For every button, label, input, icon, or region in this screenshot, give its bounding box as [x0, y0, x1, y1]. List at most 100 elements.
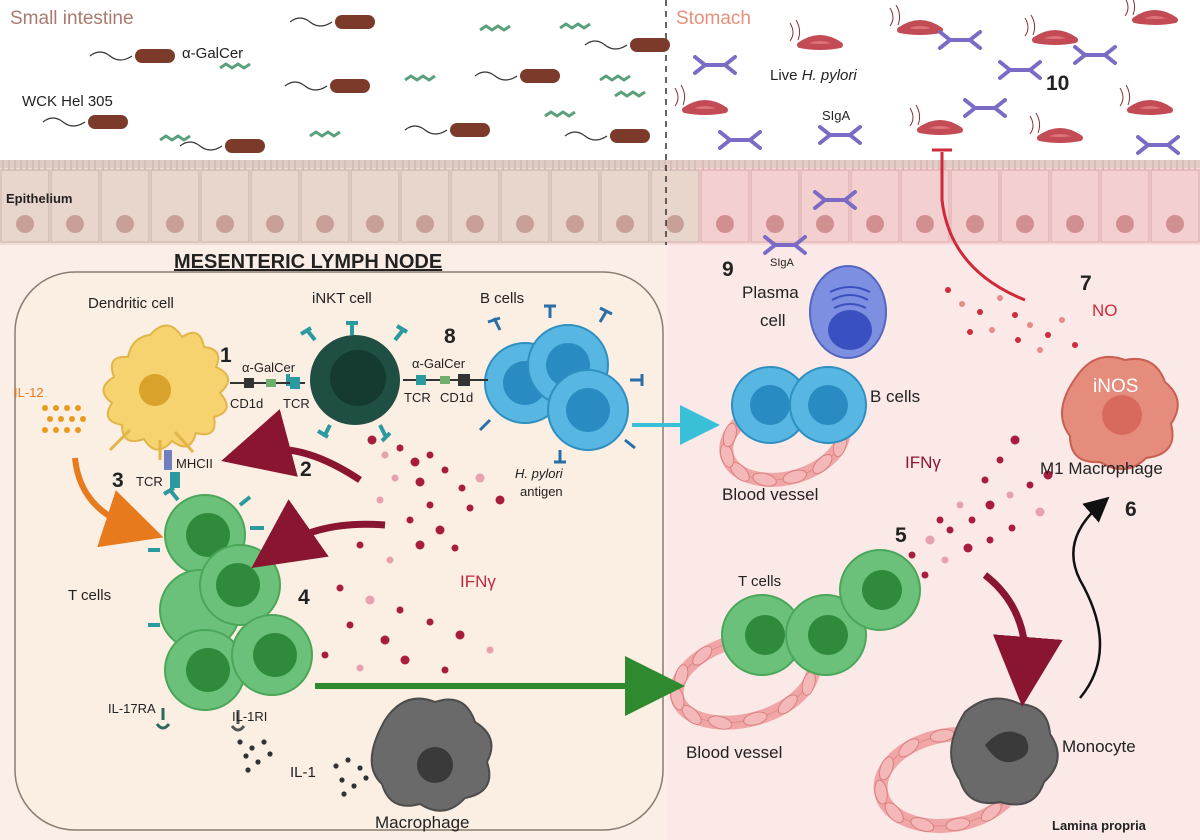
h-pylori-bacterium [917, 120, 963, 135]
il1-dot [339, 777, 345, 783]
hp-flagella [1029, 112, 1041, 135]
ifng-dot [415, 477, 425, 487]
agalcer-molecule [219, 62, 251, 70]
wck-bacteria-group [42, 15, 670, 153]
cd1d-tcr-complex-2 [403, 374, 488, 386]
epithelial-nucleus [1066, 215, 1084, 233]
ifng-dot [406, 516, 414, 524]
lamina-propria-label: Lamina propria [1052, 818, 1147, 833]
ifng-dot [996, 456, 1004, 464]
no-dot [1037, 347, 1043, 353]
ifng-dot [356, 664, 364, 672]
h-pylori-bacterium [897, 20, 943, 35]
blood-vessel-label-1: Blood vessel [722, 485, 818, 504]
epithelial-nucleus [966, 215, 984, 233]
bacterium-flagellum [584, 40, 628, 50]
step-2: 2 [300, 458, 312, 481]
step-5: 5 [895, 524, 907, 547]
epithelial-nucleus [766, 215, 784, 233]
epithelial-nucleus [1016, 215, 1034, 233]
il1-dot [237, 739, 243, 745]
h-pylori-bacteria-group [674, 0, 1178, 143]
wck-bacterium [330, 79, 370, 93]
ifng-lp-label: IFNγ [905, 453, 941, 472]
hp-flagella [1124, 0, 1136, 17]
step-3: 3 [112, 469, 124, 492]
il1-dot [363, 775, 369, 781]
ifng-dot [1026, 481, 1034, 489]
macrophage-lymph-node [370, 697, 493, 812]
step-4: 4 [298, 586, 310, 609]
ifng-dot [435, 525, 445, 535]
il1-label: IL-1 [290, 764, 316, 781]
ifng-dot [925, 535, 935, 545]
epithelial-nucleus [216, 215, 234, 233]
siga-antibody [818, 125, 862, 145]
ifng-dot [921, 571, 929, 579]
hp-flagella [909, 104, 921, 127]
ifng-dot [441, 466, 449, 474]
epithelial-nucleus [816, 215, 834, 233]
ifng-dot [985, 500, 995, 510]
epithelial-nucleus [316, 215, 334, 233]
m1-macrophage-label: M1 Macrophage [1040, 459, 1163, 478]
arrow-7-inhibit [940, 152, 1026, 302]
cd1d-label-1: CD1d [230, 396, 263, 411]
bacterium-flagellum [42, 117, 86, 127]
il1-dot [261, 739, 267, 745]
no-dot [1027, 322, 1033, 328]
agalcer-molecule [599, 74, 631, 82]
epithelial-nucleus [366, 215, 384, 233]
hp-flagella [1024, 14, 1036, 37]
il1-dot [351, 783, 357, 789]
ifng-dot [486, 646, 494, 654]
il1-dot [255, 759, 261, 765]
cd1d-label-2: CD1d [440, 390, 473, 405]
t-cells-lymph-node [148, 486, 313, 711]
dendritic-cell [102, 324, 229, 460]
agalcer-molecule [159, 134, 191, 142]
epithelial-nucleus [116, 215, 134, 233]
arrow-4 [251, 499, 386, 569]
no-dot [1045, 332, 1051, 338]
il1-dot [267, 751, 273, 757]
tcr-label-2: TCR [404, 390, 431, 405]
no-label: NO [1092, 301, 1118, 320]
inkt-cell-label: iNKT cell [312, 290, 372, 307]
no-dot [967, 329, 973, 335]
stomach-label: Stomach [676, 8, 751, 29]
tcr-label-1: TCR [283, 396, 310, 411]
il12-dot [75, 405, 81, 411]
ifng-dot [380, 635, 390, 645]
agalcer-molecule [404, 74, 436, 82]
il12-dot [53, 427, 59, 433]
b-cells-ln-label: B cells [480, 290, 524, 307]
epithelial-nucleus [916, 215, 934, 233]
arrow-5 [982, 572, 1063, 707]
ifng-dot [367, 435, 377, 445]
macrophage-label: Macrophage [375, 813, 470, 832]
il1ri-label: IL-1RI [232, 709, 267, 724]
il1-dots [237, 739, 369, 797]
wck-bacterium [335, 15, 375, 29]
epithelial-nucleus [1166, 215, 1184, 233]
wck-bacterium [225, 139, 265, 153]
epithelial-nucleus [416, 215, 434, 233]
no-dot [1072, 342, 1078, 348]
ifng-dot [968, 516, 976, 524]
ifng-dot [986, 536, 994, 544]
il12-dot [64, 405, 70, 411]
dendritic-cell-label: Dendritic cell [88, 295, 174, 312]
ifng-dots [321, 435, 1053, 674]
ifng-dot [458, 484, 466, 492]
mhcii-label: MHCII [176, 456, 213, 471]
wck-bacterium [520, 69, 560, 83]
ifng-dot [336, 584, 344, 592]
agalcer-label-1: α-GalCer [242, 360, 296, 375]
no-dot [1015, 337, 1021, 343]
ifng-dot [466, 504, 474, 512]
ifng-dot [451, 544, 459, 552]
siga-antibody [693, 55, 737, 75]
monocyte-label: Monocyte [1062, 737, 1136, 756]
